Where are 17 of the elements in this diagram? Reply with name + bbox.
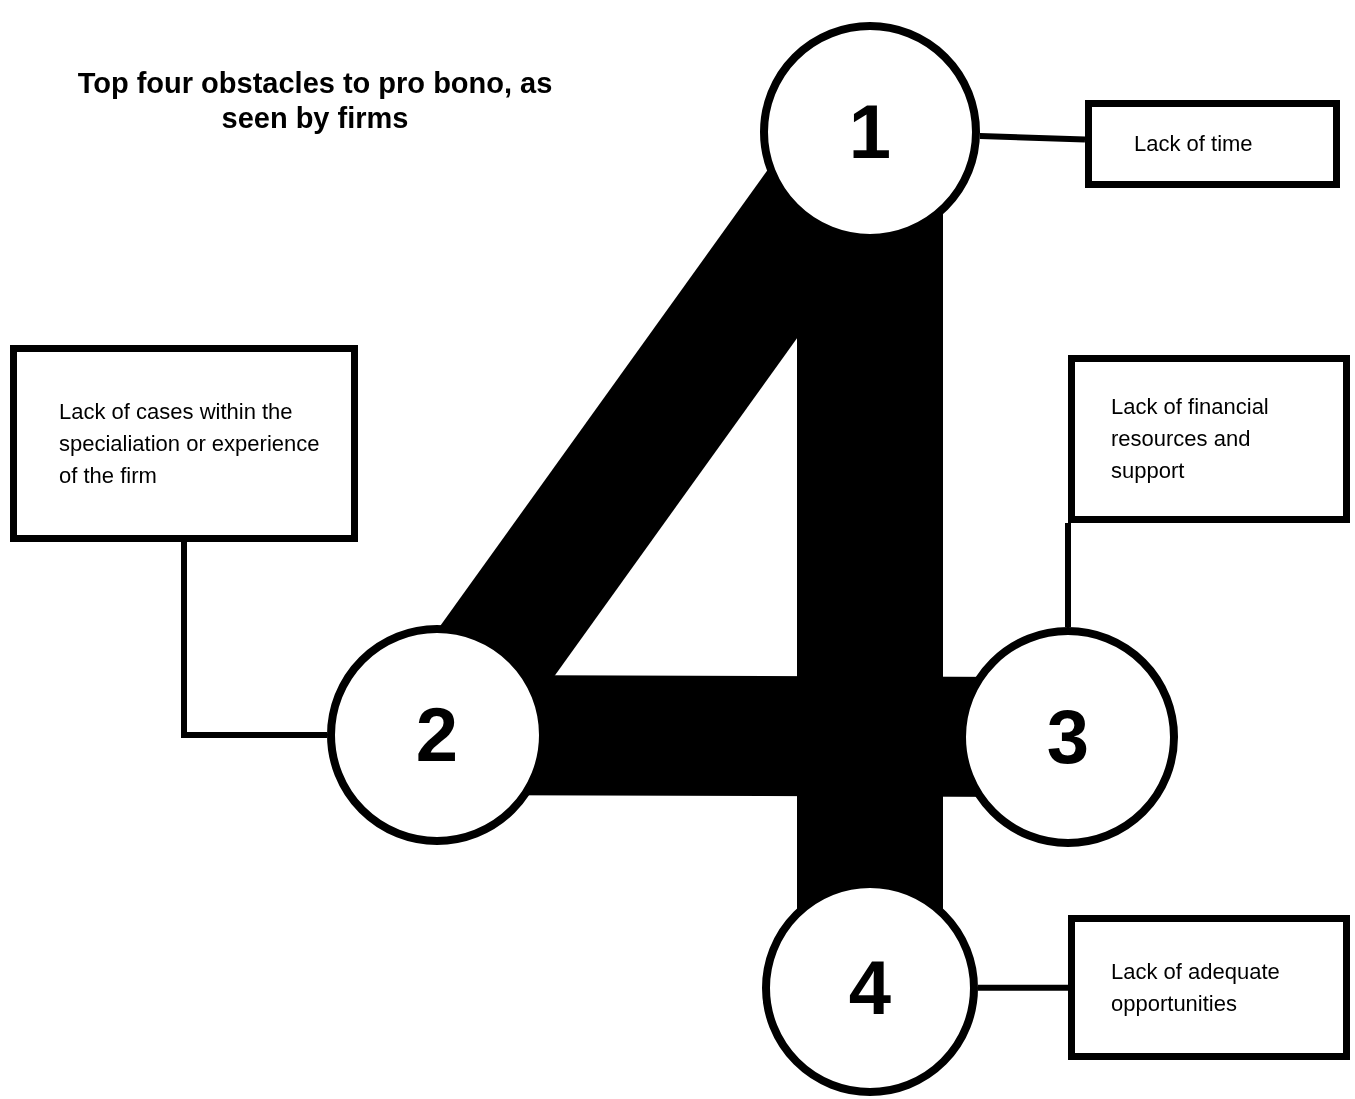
rank-number: 4 xyxy=(848,950,892,1026)
rank-number: 1 xyxy=(848,94,892,170)
obstacle-text: Lack of adequate opportunities xyxy=(1111,957,1281,1018)
rank-number: 3 xyxy=(1046,699,1090,775)
obstacle-text: Lack of time xyxy=(1134,130,1253,158)
obstacle-box xyxy=(1085,100,1340,188)
obstacle-box xyxy=(10,345,358,542)
rank-number: 2 xyxy=(415,697,459,773)
connector-line xyxy=(181,542,327,738)
connector-line xyxy=(978,984,1068,991)
connector-line xyxy=(1065,523,1071,627)
obstacle-text: Lack of cases within the specialiation or experience of the firm xyxy=(59,397,321,490)
obstacle-text: Lack of financial resources and support xyxy=(1111,393,1270,485)
diagram-title: Top four obstacles to pro bono, as seen by firms xyxy=(76,66,554,136)
connector-line xyxy=(979,132,1086,143)
obstacle-box xyxy=(1068,355,1350,523)
obstacle-box xyxy=(1068,915,1350,1060)
